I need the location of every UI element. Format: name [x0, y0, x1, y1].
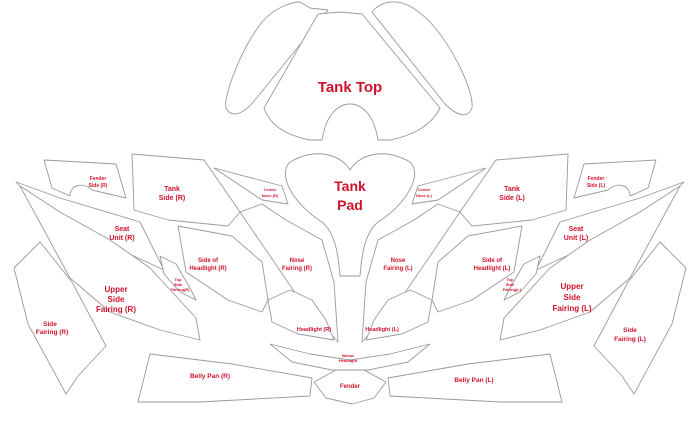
side-headlight-r-label-2: Headlight (R)	[189, 266, 226, 272]
belly-pan-l-piece: Belly Pan (L)	[387, 353, 563, 403]
top-side-fairing-r-label-3: Fairing(R)	[171, 287, 191, 292]
fender-side-r-label-1: Fender	[90, 176, 107, 182]
nose-fairing-r-label-1: Nose	[290, 258, 305, 264]
top-side-fairing-l-label-3: Fairing(L)	[503, 287, 522, 292]
top-side-fairing-l-piece: Top Side Fairing(L)	[503, 255, 541, 301]
fender-label: Fender	[340, 384, 361, 390]
tank-side-r-piece: Tank Side (R)	[131, 153, 241, 227]
headlight-l-label: Headlight (L)	[365, 327, 399, 333]
upper-side-fairing-r-label-1: Upper	[104, 285, 127, 294]
tank-side-l-label-1: Tank	[504, 186, 520, 193]
fender-side-l-label-2: Side (L)	[587, 183, 606, 189]
tank-side-l-label-2: Side (L)	[499, 195, 525, 202]
belly-pan-r-piece: Belly Pan (R)	[137, 353, 313, 403]
upper-side-fairing-l-label-2: Side	[564, 293, 581, 302]
side-of-headlight-r-piece: Side of Headlight (R)	[177, 225, 269, 313]
upper-side-fairing-r-label-2: Side	[108, 295, 125, 304]
centre-nose-l-piece: Centre Nose (L)	[411, 167, 487, 205]
side-headlight-l-label-1: Side of	[482, 258, 503, 264]
tank-pad-label-2: Pad	[337, 197, 363, 213]
upper-side-fairing-l-label-1: Upper	[560, 282, 583, 291]
nose-fairing-l-label-2: Fairing (L)	[383, 266, 412, 272]
headlight-l-piece: Headlight (L)	[365, 289, 433, 341]
side-headlight-r-label-1: Side of	[198, 258, 219, 264]
top-side-fairing-l-label-1: Top	[506, 277, 514, 282]
belly-pan-r-label: Belly Pan (R)	[190, 373, 230, 380]
side-fairing-l-piece: Side Fairing (L)	[593, 241, 687, 395]
side-fairing-l-label-2: Fairing (L)	[614, 336, 646, 343]
centre-nose-r-piece: Centre Nose (R)	[213, 167, 289, 205]
fender-side-l-label-1: Fender	[588, 176, 605, 182]
side-fairing-l-label-1: Side	[623, 327, 637, 334]
centre-nose-l-label-2: Nose (L)	[416, 193, 433, 198]
tank-pad-label-1: Tank	[334, 178, 366, 194]
side-headlight-l-label-2: Headlight (L)	[474, 266, 511, 272]
seat-unit-l-label-1: Seat	[569, 226, 584, 233]
tank-side-l-piece: Tank Side (L)	[459, 153, 569, 227]
seat-unit-r-label-1: Seat	[115, 226, 130, 233]
upper-side-fairing-l-piece: Upper Side Fairing (L)	[499, 185, 681, 341]
centre-nose-l-label-1: Centre	[418, 187, 431, 192]
upper-side-fairing-r-label-3: Fairing (R)	[96, 305, 136, 314]
fender-piece: Fender	[313, 369, 387, 405]
headlight-r-piece: Headlight (R)	[267, 289, 335, 341]
nose-fairing-l-label-1: Nose	[391, 258, 406, 264]
centre-nose-r-label-2: Nose (R)	[262, 193, 279, 198]
upper-side-fairing-r-piece: Upper Side Fairing (R)	[19, 185, 201, 341]
below-headlight-label-1: Below	[342, 353, 355, 358]
tank-side-r-label-2: Side (R)	[159, 195, 185, 202]
nose-fairing-r-label-2: Fairing (R)	[282, 266, 312, 272]
fender-side-r-piece: Fender Side (R)	[43, 159, 127, 199]
top-side-fairing-r-piece: Top Side Fairing(R)	[159, 255, 197, 301]
fender-side-r-label-2: Side (R)	[89, 183, 108, 189]
upper-side-fairing-l-label-3: Fairing (L)	[552, 304, 591, 313]
top-side-fairing-l-label-2: Side	[506, 282, 515, 287]
tank-pad-piece: Tank Pad	[285, 153, 415, 277]
side-of-headlight-l-piece: Side of Headlight (L)	[431, 225, 523, 313]
side-fairing-r-label-2: Fairing (R)	[36, 329, 69, 336]
side-fairing-r-label-1: Side	[43, 321, 57, 328]
top-side-fairing-r-label-1: Top	[174, 277, 182, 282]
centre-nose-r-label-1: Centre	[264, 187, 277, 192]
seat-unit-r-label-2: Unit (R)	[109, 235, 134, 242]
top-side-fairing-r-label-2: Side	[174, 282, 183, 287]
below-headlight-label-2: Headlight	[339, 358, 358, 363]
below-headlight-piece: Below Headlight	[269, 343, 431, 371]
fender-side-l-piece: Fender Side (L)	[573, 159, 657, 199]
tank-top-piece: Tank Top	[225, 1, 473, 141]
belly-pan-l-label: Belly Pan (L)	[454, 377, 493, 384]
tank-side-r-label-1: Tank	[164, 186, 180, 193]
headlight-r-label: Headlight (R)	[297, 327, 331, 333]
tank-top-label: Tank Top	[318, 79, 382, 96]
seat-unit-l-label-2: Unit (L)	[564, 235, 589, 242]
side-fairing-r-piece: Side Fairing (R)	[13, 241, 107, 395]
